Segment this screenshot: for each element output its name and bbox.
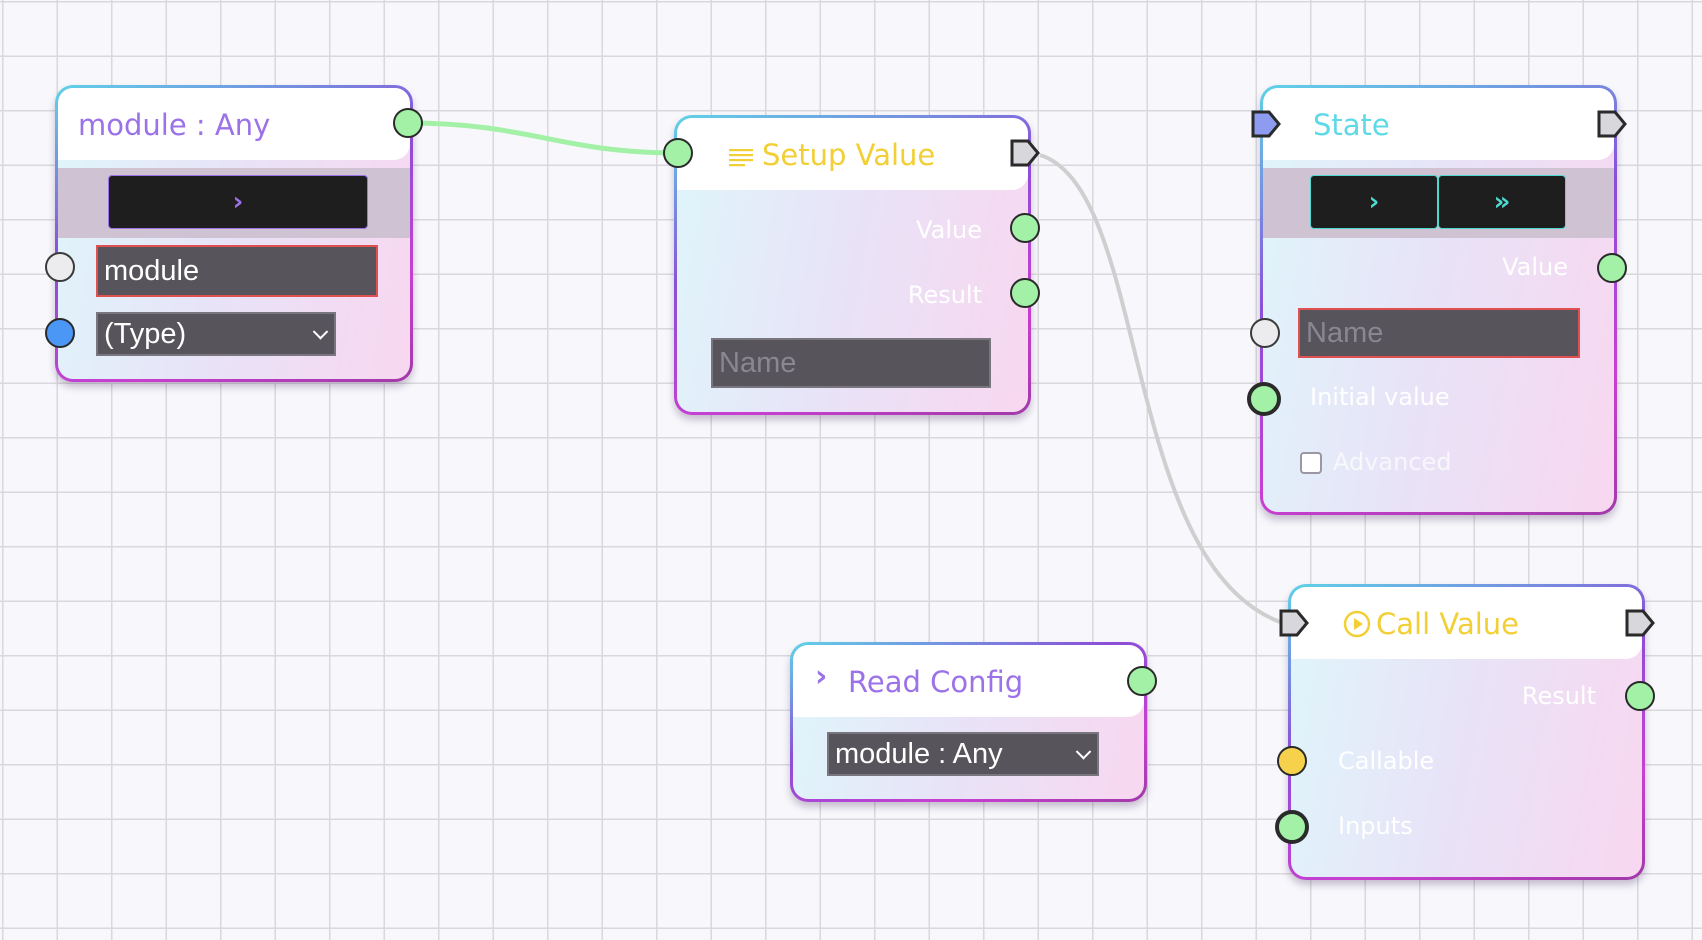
chevron-right-icon: ›	[232, 187, 244, 217]
node-title: Call Value	[1376, 607, 1519, 641]
run-all-button[interactable]: »	[1438, 175, 1566, 229]
flow-out-port-setup[interactable]	[1009, 138, 1041, 168]
output-label-result: Result	[907, 281, 982, 309]
input-port-setup[interactable]	[663, 138, 693, 168]
lines-icon	[729, 149, 753, 167]
config-select[interactable]: module : Any	[827, 732, 1099, 776]
double-chevron-right-icon: »	[1493, 187, 1511, 217]
input-label-initial-value: Initial value	[1310, 383, 1450, 411]
node-title: module : Any	[78, 108, 271, 142]
chevron-right-icon: ›	[1368, 187, 1380, 217]
node-body: module : Any › (Type)	[58, 88, 410, 379]
flow-wire-setup-to-call	[1039, 153, 1281, 624]
step-button[interactable]: ›	[1310, 175, 1438, 229]
node-body: State › » Value Initial value Advanced	[1263, 88, 1614, 512]
name-input[interactable]	[711, 338, 991, 388]
node-body: Setup Value Value Result	[677, 118, 1028, 412]
node-header[interactable]: Setup Value	[677, 118, 1028, 190]
node-state[interactable]: State › » Value Initial value Advanced	[1260, 85, 1617, 515]
output-port-call-result[interactable]	[1625, 681, 1655, 711]
type-select-value: (Type)	[104, 317, 187, 350]
flow-in-port-call[interactable]	[1278, 608, 1310, 638]
output-port-result[interactable]	[1010, 278, 1040, 308]
advanced-label: Advanced	[1333, 448, 1452, 476]
input-port-inputs[interactable]	[1275, 810, 1309, 844]
chevron-right-icon: ›	[815, 659, 828, 694]
chevron-down-icon	[312, 324, 329, 340]
advanced-checkbox[interactable]	[1300, 452, 1322, 474]
flow-in-port-state[interactable]	[1250, 109, 1282, 139]
output-label-value: Value	[1502, 253, 1568, 281]
input-port-type[interactable]	[45, 318, 75, 348]
input-port-initial-value[interactable]	[1247, 382, 1281, 416]
data-wire-module-to-setup	[407, 120, 679, 156]
node-title: Setup Value	[762, 138, 936, 172]
play-circle-icon	[1343, 610, 1371, 638]
node-header[interactable]: module : Any	[58, 88, 410, 160]
input-port-module[interactable]	[45, 252, 75, 282]
input-label-inputs: Inputs	[1338, 812, 1413, 840]
output-port-module[interactable]	[393, 108, 423, 138]
node-module-any[interactable]: module : Any › (Type)	[55, 85, 413, 382]
node-read-config[interactable]: › Read Config module : Any	[790, 642, 1147, 802]
node-setup-value[interactable]: Setup Value Value Result	[674, 115, 1031, 415]
node-call-value[interactable]: Call Value Result Callable Inputs	[1288, 584, 1645, 880]
flow-out-port-state[interactable]	[1596, 109, 1628, 139]
run-button[interactable]: ›	[108, 175, 368, 229]
flow-out-port-call[interactable]	[1624, 608, 1656, 638]
input-port-state-name[interactable]	[1250, 318, 1280, 348]
node-body: Call Value Result Callable Inputs	[1291, 587, 1642, 877]
node-header[interactable]: Call Value	[1291, 587, 1642, 659]
output-label-result: Result	[1521, 682, 1596, 710]
chevron-down-icon	[1075, 744, 1092, 760]
module-name-input[interactable]	[96, 245, 378, 297]
node-header[interactable]: › Read Config	[793, 645, 1144, 717]
node-header[interactable]: State	[1263, 88, 1614, 160]
input-label-callable: Callable	[1338, 747, 1435, 775]
output-port-read-config[interactable]	[1127, 666, 1157, 696]
node-title: Read Config	[848, 665, 1024, 699]
output-port-state-value[interactable]	[1597, 253, 1627, 283]
output-label-value: Value	[916, 216, 982, 244]
output-port-value[interactable]	[1010, 213, 1040, 243]
input-port-callable[interactable]	[1277, 746, 1307, 776]
node-body: › Read Config module : Any	[793, 645, 1144, 799]
config-select-value: module : Any	[835, 737, 1003, 770]
node-title: State	[1313, 108, 1390, 142]
type-select[interactable]: (Type)	[96, 312, 336, 356]
state-name-input[interactable]	[1298, 308, 1580, 358]
